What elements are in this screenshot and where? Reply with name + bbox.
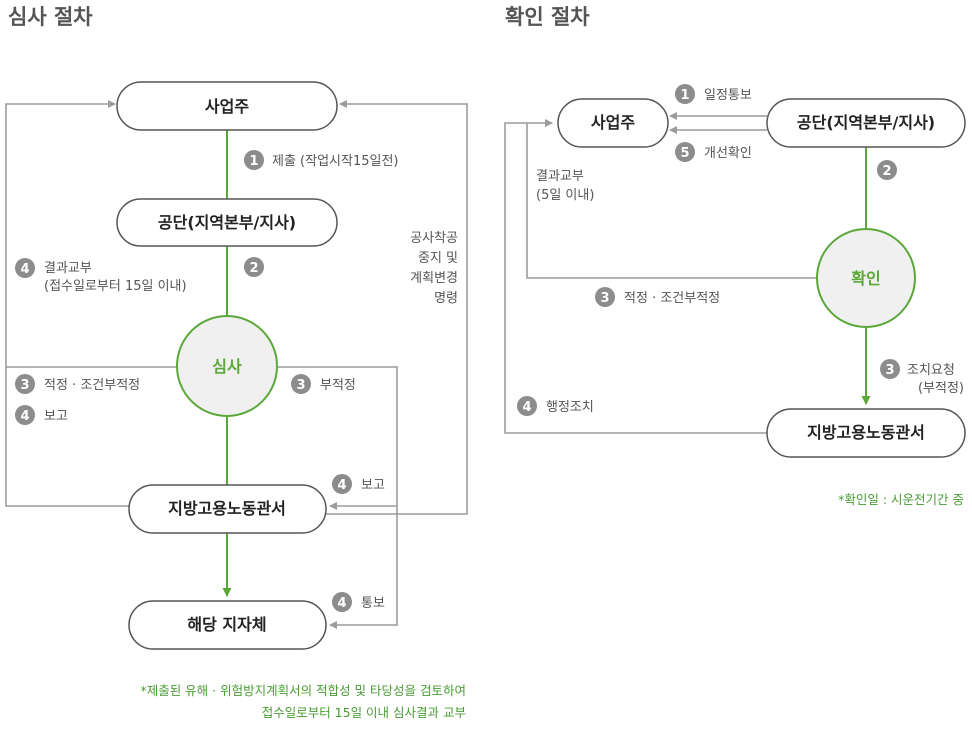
svg-text:*제출된 유해 · 위험방지계획서의 적합성 및 타당성을: *제출된 유해 · 위험방지계획서의 적합성 및 타당성을 검토하여 [140,683,466,698]
svg-text:4: 4 [337,596,346,611]
step-submit: 1 제출 (작업시작15일전) [244,150,399,170]
node-confirm: 확인 [816,228,916,328]
node-agency-2: 공단(지역본부/지사) [766,98,966,148]
svg-text:행정조치: 행정조치 [546,399,594,415]
suspend-order-line [326,100,468,515]
svg-text:접수일로부터 15일 이내 심사결과 교부: 접수일로부터 15일 이내 심사결과 교부 [262,705,466,720]
result-return-line [5,100,130,507]
svg-text:명령: 명령 [434,291,458,306]
svg-text:공단(지역본부/지사): 공단(지역본부/지사) [158,213,296,232]
step-adequate-2: 3 적정 · 조건부적정 [595,287,720,307]
svg-text:심사: 심사 [212,357,242,376]
step-schedule: 1 일정통보 [675,84,752,104]
svg-text:해당 지자체: 해당 지자체 [187,615,266,634]
svg-text:공단(지역본부/지사): 공단(지역본부/지사) [797,113,935,132]
step-2-confirm: 2 [877,160,897,180]
step-admin-action: 4 행정조치 [517,396,594,416]
svg-text:적정 · 조건부적정: 적정 · 조건부적정 [624,291,720,306]
svg-text:계획변경: 계획변경 [410,271,458,286]
svg-text:사업주: 사업주 [205,97,249,116]
step-result: 4 결과교부 (접수일로부터 15일 이내) [15,258,187,294]
svg-text:4: 4 [20,262,29,277]
result-return-line-2 [526,119,817,279]
svg-text:(5일 이내): (5일 이내) [536,188,594,203]
svg-text:5: 5 [680,146,689,161]
svg-text:3: 3 [20,378,29,393]
node-agency: 공단(지역본부/지사) [116,198,338,247]
svg-text:1: 1 [680,88,689,103]
svg-text:2: 2 [249,261,258,276]
admin-action-line [504,122,767,434]
svg-text:적정 · 조건부적정: 적정 · 조건부적정 [44,378,140,393]
confirm-note: *확인일 : 시운전기간 중 [838,492,964,507]
step-result-2: 결과교부 (5일 이내) [536,169,594,203]
step-adequate: 3 적정 · 조건부적정 [15,374,140,394]
svg-text:부적정: 부적정 [320,378,356,393]
svg-text:조치요청: 조치요청 [907,363,955,378]
node-review: 심사 [176,315,278,417]
node-local-gov: 해당 지자체 [128,600,327,650]
review-title: 심사 절차 [8,5,93,29]
svg-text:결과교부: 결과교부 [536,169,584,184]
svg-text:지방고용노동관서: 지방고용노동관서 [807,423,925,442]
step-improve: 5 개선확인 [675,142,752,162]
svg-text:3: 3 [296,378,305,393]
svg-text:(접수일로부터 15일 이내): (접수일로부터 15일 이내) [44,279,187,294]
svg-text:통보: 통보 [361,596,385,611]
step-report: 4 보고 [15,405,68,425]
notify-line [277,366,398,629]
node-owner-2: 사업주 [557,98,669,148]
node-owner: 사업주 [116,81,338,131]
step-measure-request: 3 조치요청 (부적정) [880,359,964,396]
review-note: *제출된 유해 · 위험방지계획서의 적합성 및 타당성을 검토하여 접수일로부… [140,683,466,720]
svg-text:4: 4 [522,400,531,415]
svg-text:4: 4 [20,409,29,424]
svg-text:사업주: 사업주 [591,113,635,132]
step-notify: 4 통보 [332,592,385,612]
svg-text:3: 3 [885,363,894,378]
step-report-2: 4 보고 [332,474,385,494]
svg-text:일정통보: 일정통보 [704,88,752,103]
svg-text:중지 및: 중지 및 [418,251,458,266]
node-labor-office: 지방고용노동관서 [128,484,327,534]
confirm-title: 확인 절차 [505,5,590,29]
svg-text:2: 2 [882,164,891,179]
svg-text:지방고용노동관서: 지방고용노동관서 [168,499,286,518]
svg-text:보고: 보고 [361,478,385,493]
svg-text:3: 3 [600,291,609,306]
svg-text:제출 (작업시작15일전): 제출 (작업시작15일전) [272,154,399,169]
svg-text:공사착공: 공사착공 [410,231,458,246]
step-2: 2 [244,257,264,277]
svg-text:(부적정): (부적정) [918,381,964,396]
step-suspend-order: 공사착공 중지 및 계획변경 명령 [410,231,458,306]
svg-text:확인: 확인 [851,269,880,288]
node-labor-office-2: 지방고용노동관서 [766,408,966,458]
step-inadequate: 3 부적정 [291,374,356,394]
svg-text:4: 4 [337,478,346,493]
svg-text:1: 1 [249,154,258,169]
svg-text:결과교부: 결과교부 [44,261,92,276]
svg-text:개선확인: 개선확인 [704,146,752,161]
svg-text:보고: 보고 [44,409,68,424]
